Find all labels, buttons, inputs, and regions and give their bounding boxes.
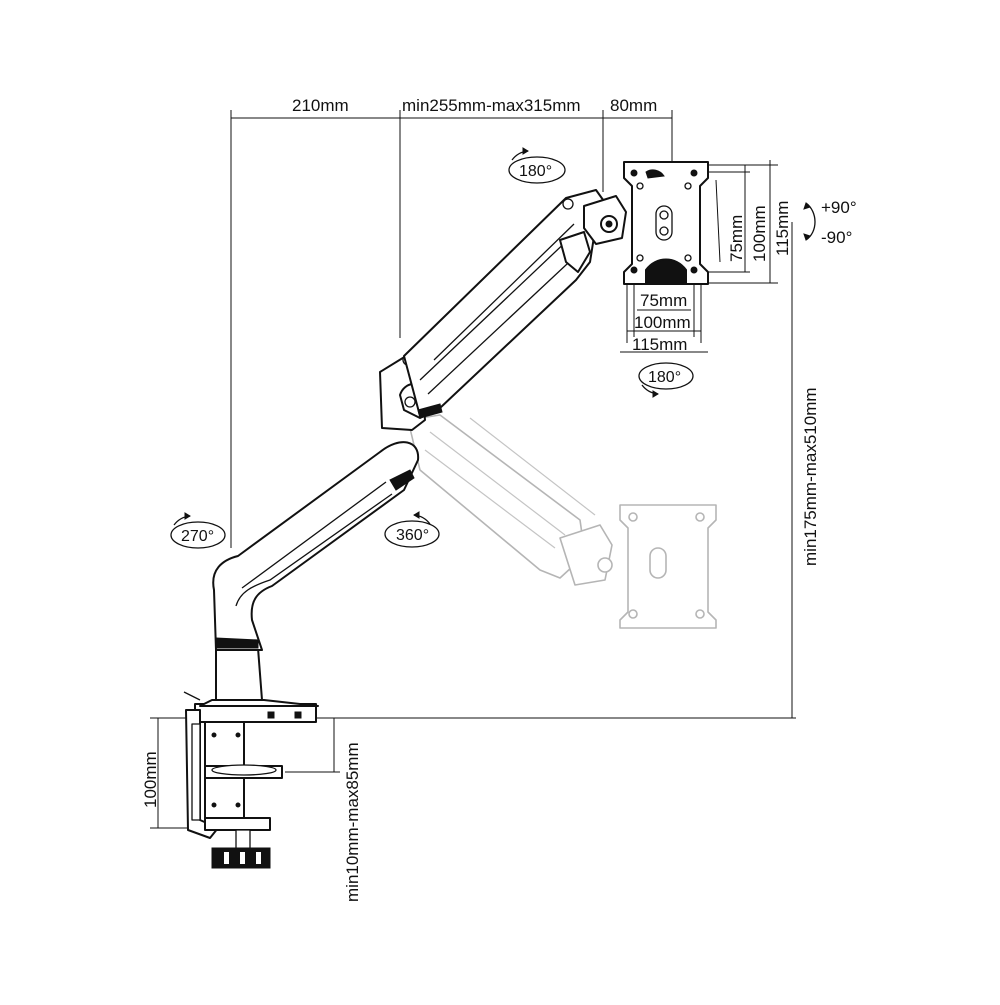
dim-vesa-115-h: 115mm	[773, 201, 792, 256]
dim-desk-thickness: min10mm-max85mm	[343, 742, 362, 902]
rotation-label-base: 270°	[181, 528, 214, 545]
tilt-up-label: +90°	[821, 198, 857, 217]
desk-clamp	[183, 691, 317, 869]
rotation-badge-base: 270°	[170, 512, 226, 549]
rotation-badge-head-bottom: 180°	[638, 362, 694, 398]
dim-vesa-115-w: 115mm	[632, 335, 687, 354]
dim-clamp-height: 100mm	[141, 751, 160, 808]
tilt-down-label: -90°	[821, 228, 852, 247]
rotation-badge-head-top: 180°	[508, 147, 566, 184]
dim-vesa-100-w: 100mm	[634, 313, 691, 332]
dim-head-offset: 80mm	[610, 96, 657, 115]
dim-vesa-100-h: 100mm	[750, 205, 769, 262]
vesa-plate	[623, 161, 709, 285]
rotation-label-head-top: 180°	[519, 163, 552, 180]
rotation-label-elbow: 360°	[396, 527, 429, 544]
lower-arm	[199, 441, 420, 707]
dim-height-range: min175mm-max510mm	[801, 387, 820, 566]
dim-vesa-75-h: 75mm	[727, 215, 746, 262]
dim-arm-base: 210mm	[292, 96, 349, 115]
rotation-badge-elbow: 360°	[384, 511, 440, 548]
rotation-label-head-bottom: 180°	[648, 369, 681, 386]
upper-arm	[403, 189, 607, 419]
dimension-labels: 210mm min255mm-max315mm 80mm 75mm 100mm …	[141, 96, 857, 902]
tilt-arrow-icon	[803, 202, 816, 241]
tilt-head	[583, 195, 627, 245]
dim-arm-extension: min255mm-max315mm	[402, 96, 581, 115]
lowered-arm-ghost	[407, 414, 717, 629]
dim-vesa-75-w: 75mm	[640, 291, 687, 310]
